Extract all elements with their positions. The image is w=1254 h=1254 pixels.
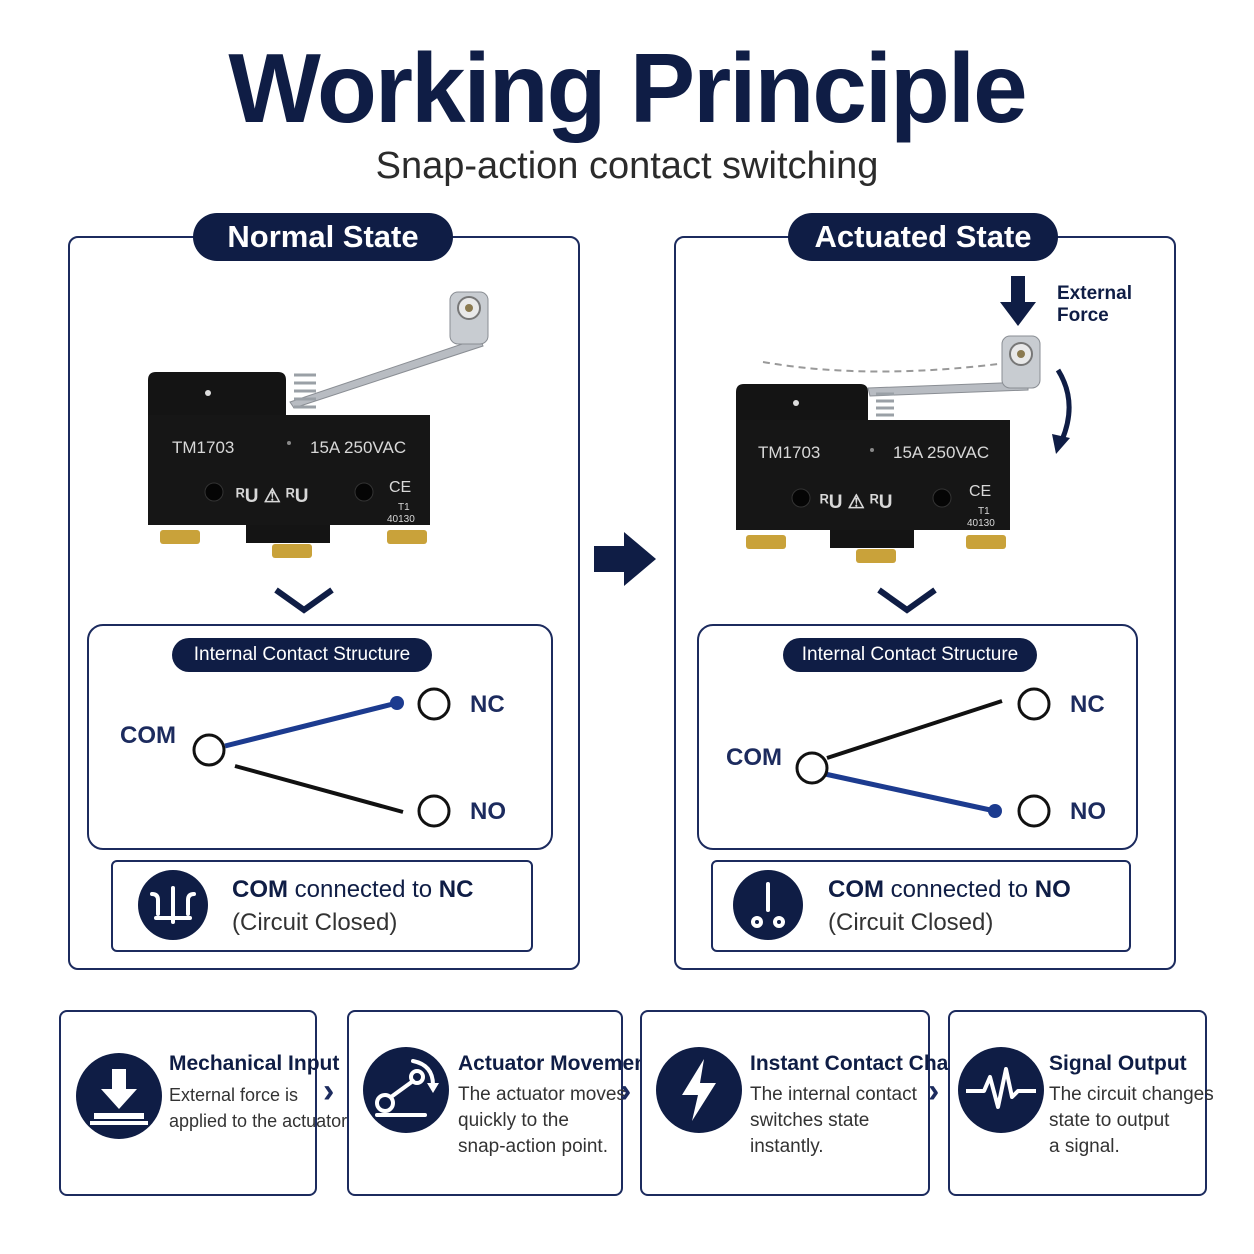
actuated-status-sub: (Circuit Closed) bbox=[828, 909, 994, 936]
normal-nc-label: NC bbox=[470, 691, 505, 718]
actuated-com-label: COM bbox=[726, 744, 782, 771]
step-1-title: Mechanical Input bbox=[169, 1052, 340, 1075]
step-4-desc-line1: The circuit changes bbox=[1049, 1084, 1214, 1105]
lever-rotate-icon bbox=[363, 1047, 449, 1133]
lightning-icon bbox=[656, 1047, 742, 1133]
external-force-line2: Force bbox=[1057, 305, 1109, 326]
step-4-title: Signal Output bbox=[1049, 1052, 1187, 1075]
actuated-structure-label: Internal Contact Structure bbox=[783, 638, 1037, 672]
step-1-desc-line2: applied to the actuator. bbox=[169, 1111, 352, 1131]
normal-cert-code: 40130 bbox=[387, 514, 415, 525]
actuated-status-com: COM bbox=[828, 876, 884, 903]
step-2-desc-line2: quickly to the bbox=[458, 1110, 569, 1131]
step-3-title: Instant Contact Change bbox=[750, 1052, 986, 1075]
actuated-status-target: NO bbox=[1034, 876, 1071, 903]
step-3-desc-line1: The internal contact bbox=[750, 1084, 917, 1105]
actuated-cert-t1: T1 bbox=[978, 506, 990, 517]
step-3-desc: The internal contact switches state inst… bbox=[750, 1082, 917, 1160]
step-1-desc-line1: External force is bbox=[169, 1085, 299, 1105]
normal-status-target: NC bbox=[438, 876, 474, 903]
normal-status-connected: connected to bbox=[288, 876, 439, 903]
normal-chevron-down-icon bbox=[274, 587, 334, 614]
normal-switch-illustration: TM1703 15A 250VAC ᴿU ⚠ ᴿU CE T1 40130 bbox=[148, 291, 489, 558]
step-2-desc-line1: The actuator moves bbox=[458, 1084, 626, 1105]
normal-status-com: COM bbox=[232, 876, 288, 903]
com-nc-connection-icon bbox=[138, 870, 208, 940]
rotation-arrow-icon bbox=[1052, 368, 1072, 454]
actuated-ce-mark: CE bbox=[969, 483, 991, 500]
normal-structure-label: Internal Contact Structure bbox=[172, 638, 432, 672]
pulse-wave-icon bbox=[958, 1047, 1044, 1133]
actuated-status-connected: connected to bbox=[884, 876, 1035, 903]
step-2-desc-line3: snap-action point. bbox=[458, 1136, 608, 1157]
normal-model-text: TM1703 bbox=[172, 438, 234, 457]
actuated-status-text: COM connected to NO bbox=[828, 876, 1071, 904]
actuated-contact-diagram bbox=[795, 687, 1051, 828]
normal-rating-text: 15A 250VAC bbox=[310, 438, 406, 457]
normal-cert-t1: T1 bbox=[398, 502, 410, 513]
state-transition-arrow-icon bbox=[594, 532, 656, 586]
step-2-desc: The actuator moves quickly to the snap-a… bbox=[458, 1082, 626, 1160]
actuated-cert-code: 40130 bbox=[967, 518, 995, 529]
download-press-icon bbox=[76, 1053, 162, 1139]
external-force-label: External Force bbox=[1057, 283, 1132, 327]
step-separator-chevron-icon: › bbox=[620, 1072, 632, 1110]
external-force-arrow-icon bbox=[1000, 276, 1036, 326]
normal-ce-mark: CE bbox=[389, 479, 411, 496]
actuated-ul-mark: ᴿU ⚠ ᴿU bbox=[820, 492, 892, 513]
step-3-desc-line3: instantly. bbox=[750, 1136, 824, 1157]
page-subtitle: Snap-action contact switching bbox=[375, 145, 879, 187]
actuated-nc-label: NC bbox=[1070, 691, 1105, 718]
step-4-desc-line3: a signal. bbox=[1049, 1136, 1120, 1157]
actuated-no-label: NO bbox=[1070, 798, 1106, 825]
actuated-rating-text: 15A 250VAC bbox=[893, 443, 989, 462]
step-separator-chevron-icon: › bbox=[323, 1072, 335, 1110]
actuated-chevron-down-icon bbox=[877, 587, 937, 614]
actuated-model-text: TM1703 bbox=[758, 443, 820, 462]
normal-ul-mark: ᴿU ⚠ ᴿU bbox=[236, 486, 308, 507]
normal-status-text: COM connected to NC bbox=[232, 876, 473, 904]
step-4-desc: The circuit changes state to output a si… bbox=[1049, 1082, 1214, 1160]
external-force-line1: External bbox=[1057, 283, 1132, 304]
step-2-title: Actuator Movement bbox=[458, 1052, 655, 1075]
normal-contact-diagram bbox=[192, 687, 451, 828]
step-4-desc-line2: state to output bbox=[1049, 1110, 1170, 1131]
normal-no-label: NO bbox=[470, 798, 506, 825]
step-3-desc-line2: switches state bbox=[750, 1110, 870, 1131]
normal-status-sub: (Circuit Closed) bbox=[232, 909, 398, 936]
page-title: Working Principle bbox=[228, 33, 1027, 143]
actuated-switch-illustration: TM1703 15A 250VAC ᴿU ⚠ ᴿU CE T1 40130 bbox=[736, 335, 1041, 563]
actuated-state-label: Actuated State bbox=[788, 213, 1058, 261]
step-separator-chevron-icon: › bbox=[928, 1072, 940, 1110]
normal-state-label: Normal State bbox=[193, 213, 453, 261]
com-no-connection-icon bbox=[733, 870, 803, 940]
normal-com-label: COM bbox=[120, 722, 176, 749]
step-1-desc: External force is applied to the actuato… bbox=[169, 1082, 351, 1134]
